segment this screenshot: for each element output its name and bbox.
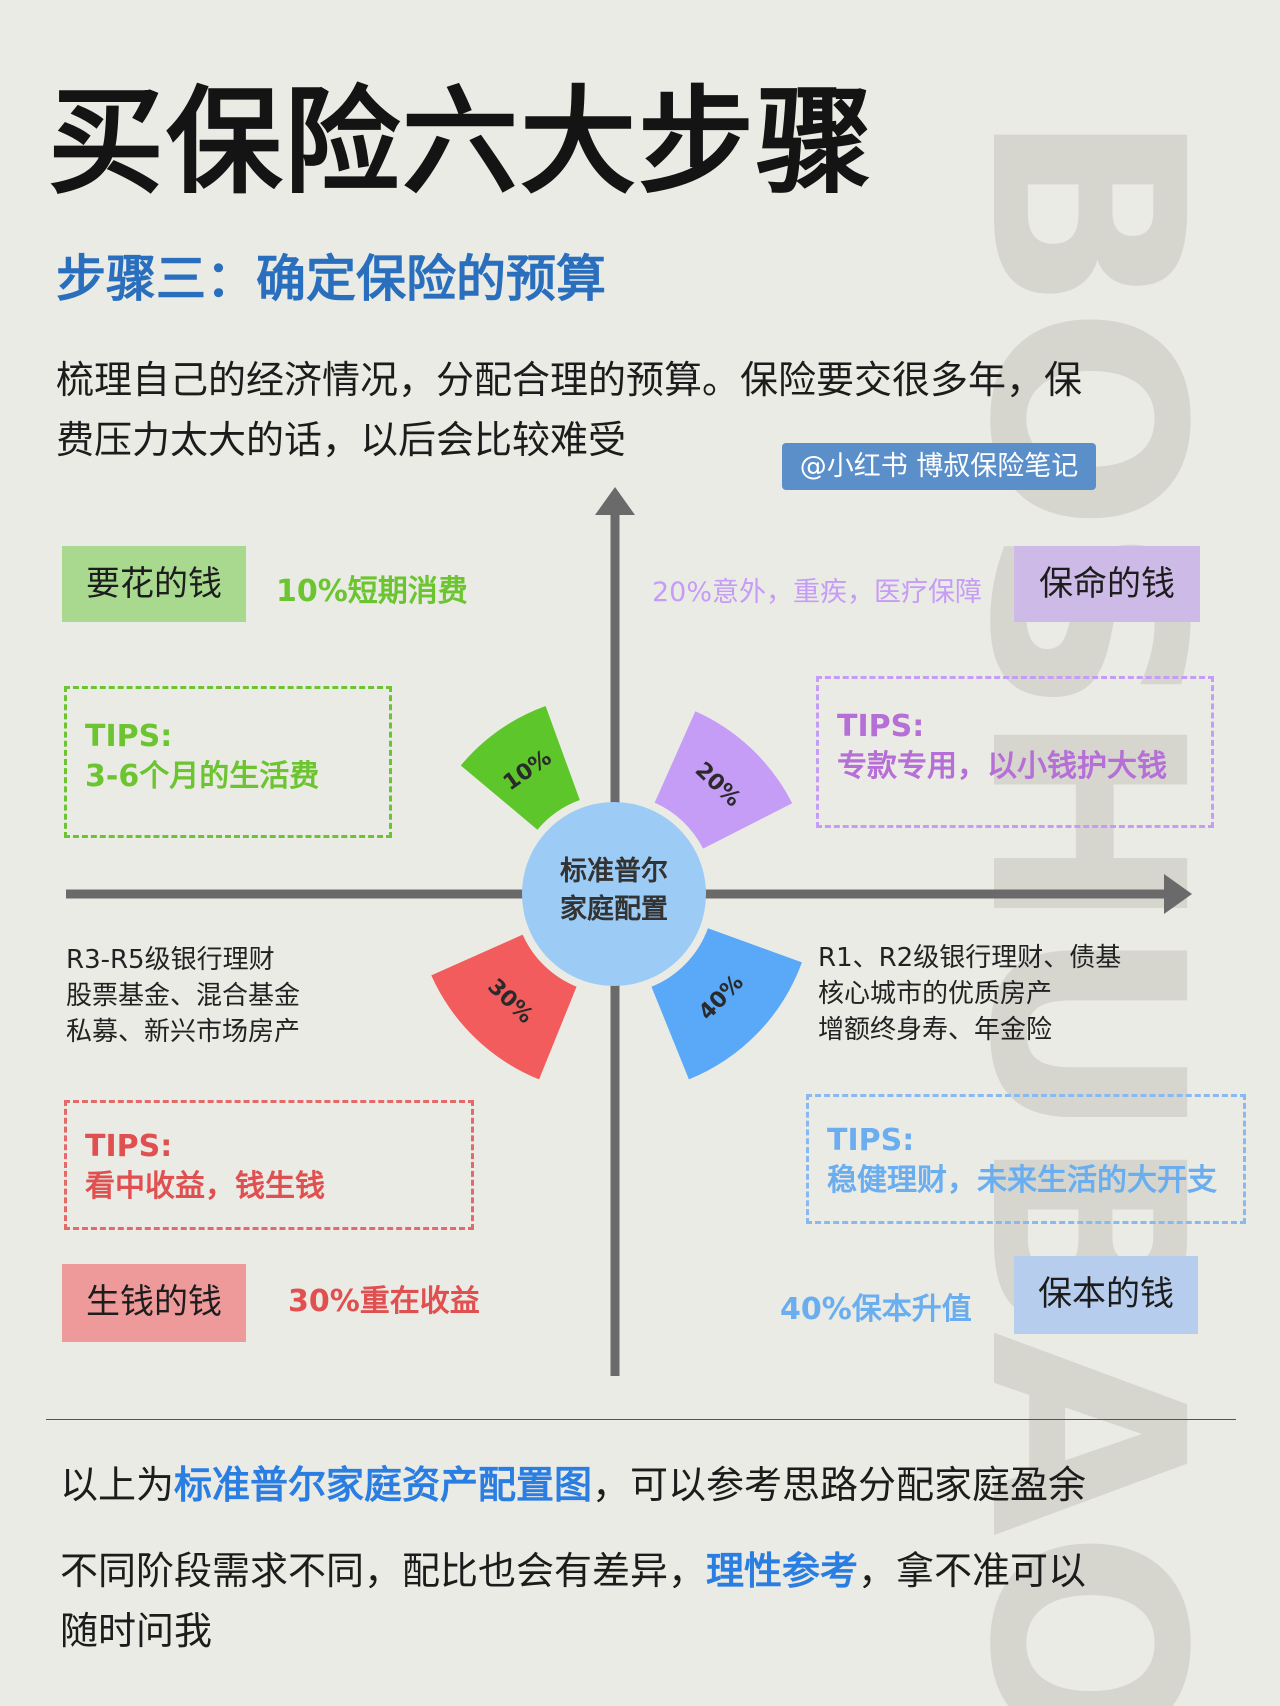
footer-line-1-post: ，可以参考思路分配家庭盈余 bbox=[592, 1463, 1087, 1507]
tips-preserve-body: 稳健理财，未来生活的大开支 bbox=[827, 1163, 1217, 1198]
desc-preserve-line-3: 增额终身寿、年金险 bbox=[818, 1015, 1053, 1045]
sector-growth bbox=[431, 934, 577, 1080]
desc-preserve-line-1: R1、R2级银行理财、债基 bbox=[818, 943, 1122, 973]
center-label-line-1: 标准普尔 bbox=[560, 855, 668, 887]
tips-spending-title: TIPS: bbox=[85, 719, 173, 754]
desc-growth: R3-R5级银行理财 股票基金、混合基金 私募、新兴市场房产 bbox=[66, 942, 300, 1050]
divider-line bbox=[46, 1419, 1236, 1420]
note-spending: 10%短期消费 bbox=[276, 574, 468, 609]
intro-line-2: 费压力太大的话，以后会比较难受 bbox=[56, 418, 627, 462]
tips-protection-title: TIPS: bbox=[837, 709, 925, 744]
footer-line-2-post: ，拿不准可以 bbox=[858, 1549, 1087, 1593]
label-growth-money-text: 生钱的钱 bbox=[86, 1282, 222, 1322]
label-spending-money-text: 要花的钱 bbox=[86, 564, 222, 604]
sector-preserve bbox=[651, 928, 802, 1080]
vertical-axis-arrow bbox=[595, 487, 635, 515]
footer-line-2: 不同阶段需求不同，配比也会有差异，理性参考，拿不准可以 bbox=[60, 1540, 1240, 1595]
sector-spending bbox=[460, 706, 580, 830]
footer-line-3: 随时问我 bbox=[60, 1609, 213, 1653]
label-spending-money: 要花的钱 bbox=[62, 546, 246, 622]
footer-line-2-pre: 不同阶段需求不同，配比也会有差异， bbox=[60, 1549, 707, 1593]
desc-preserve-line-2: 核心城市的优质房产 bbox=[818, 979, 1053, 1009]
note-protection: 20%意外，重疾，医疗保障 bbox=[652, 577, 983, 608]
footer-line-1: 以上为标准普尔家庭资产配置图，可以参考思路分配家庭盈余 bbox=[60, 1454, 1240, 1509]
label-preserve-money-text: 保本的钱 bbox=[1038, 1274, 1174, 1314]
desc-preserve: R1、R2级银行理财、债基 核心城市的优质房产 增额终身寿、年金险 bbox=[818, 940, 1121, 1048]
note-growth: 30%重在收益 bbox=[288, 1284, 480, 1319]
label-protection-money: 保命的钱 bbox=[1014, 546, 1200, 622]
page-title: 买保险六大步骤 bbox=[48, 75, 874, 210]
tips-preserve: TIPS: 稳健理财，未来生活的大开支 bbox=[806, 1094, 1246, 1224]
label-growth-money: 生钱的钱 bbox=[62, 1264, 246, 1342]
tips-protection: TIPS: 专款专用，以小钱护大钱 bbox=[816, 676, 1214, 828]
footer-highlight-chart-name: 标准普尔家庭资产配置图 bbox=[174, 1463, 593, 1507]
tips-growth-title: TIPS: bbox=[85, 1129, 173, 1164]
desc-growth-line-3: 私募、新兴市场房产 bbox=[66, 1017, 301, 1047]
horizontal-axis-arrow bbox=[1164, 874, 1192, 914]
tips-growth: TIPS: 看中收益，钱生钱 bbox=[64, 1100, 474, 1230]
tips-growth-body: 看中收益，钱生钱 bbox=[85, 1169, 325, 1204]
label-preserve-money: 保本的钱 bbox=[1014, 1256, 1198, 1334]
intro-line-1: 梳理自己的经济情况，分配合理的预算。保险要交很多年，保 bbox=[56, 358, 1083, 402]
intro-text: 梳理自己的经济情况，分配合理的预算。保险要交很多年，保 费压力太大的话，以后会比… bbox=[56, 350, 1236, 470]
tips-spending-body: 3-6个月的生活费 bbox=[85, 759, 320, 794]
tips-preserve-title: TIPS: bbox=[827, 1123, 915, 1158]
note-preserve: 40%保本升值 bbox=[780, 1292, 972, 1327]
tips-spending: TIPS: 3-6个月的生活费 bbox=[64, 686, 392, 838]
desc-growth-line-2: 股票基金、混合基金 bbox=[66, 981, 301, 1011]
label-protection-money-text: 保命的钱 bbox=[1039, 564, 1175, 604]
center-circle bbox=[522, 802, 706, 986]
center-label-line-2: 家庭配置 bbox=[560, 893, 668, 925]
footer-line-1-pre: 以上为 bbox=[60, 1463, 175, 1507]
sector-protection bbox=[654, 711, 793, 849]
desc-growth-line-1: R3-R5级银行理财 bbox=[66, 945, 275, 975]
footer-highlight-rational: 理性参考 bbox=[706, 1549, 859, 1593]
tips-protection-body: 专款专用，以小钱护大钱 bbox=[837, 749, 1167, 784]
step-title: 步骤三：确定保险的预算 bbox=[56, 250, 606, 308]
source-badge: @小红书 博叔保险笔记 bbox=[782, 443, 1096, 490]
